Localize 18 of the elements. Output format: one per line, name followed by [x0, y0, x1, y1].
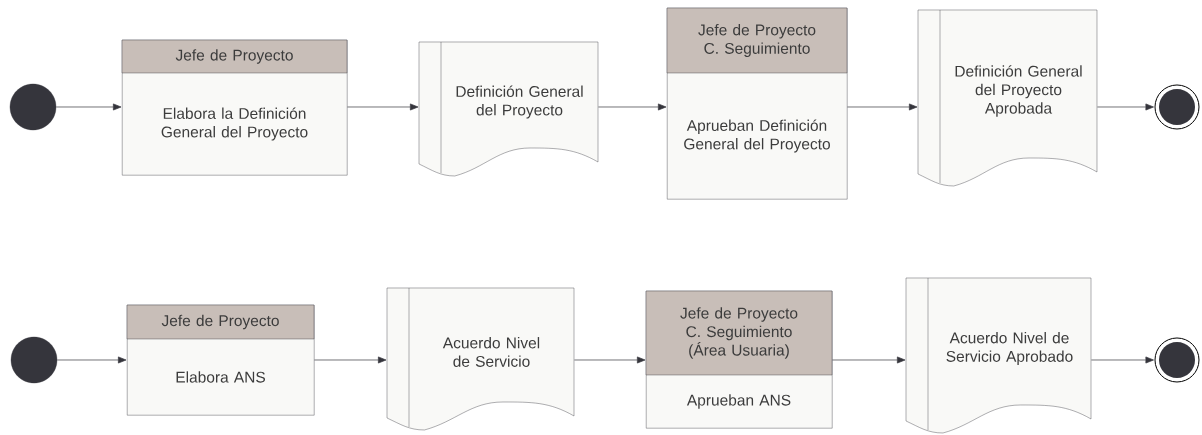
arrow	[56, 356, 127, 364]
end-circle	[1154, 84, 1200, 130]
arrow	[1091, 356, 1154, 364]
end-circle	[1154, 337, 1200, 383]
start-circle	[10, 336, 58, 384]
arrow	[832, 356, 906, 364]
arrow	[55, 103, 122, 111]
start-circle	[9, 83, 57, 131]
arrow	[847, 103, 918, 111]
arrow	[574, 356, 646, 364]
activity-box: Jefe de Proyecto C. Seguimiento (Área Usuaria) Aprueban ANS	[645, 290, 833, 429]
arrow	[598, 103, 667, 111]
activity-box: Jefe de Proyecto C. Seguimiento Aprueban Definición General del Proyecto	[666, 7, 848, 200]
activity-box: Jefe de Proyecto Elabora ANS	[126, 304, 315, 416]
arrow	[1097, 103, 1154, 111]
arrow	[347, 103, 419, 111]
arrow	[314, 356, 387, 364]
activity-box: Jefe de Proyecto Elabora la Definición General del Proyecto	[121, 39, 348, 176]
